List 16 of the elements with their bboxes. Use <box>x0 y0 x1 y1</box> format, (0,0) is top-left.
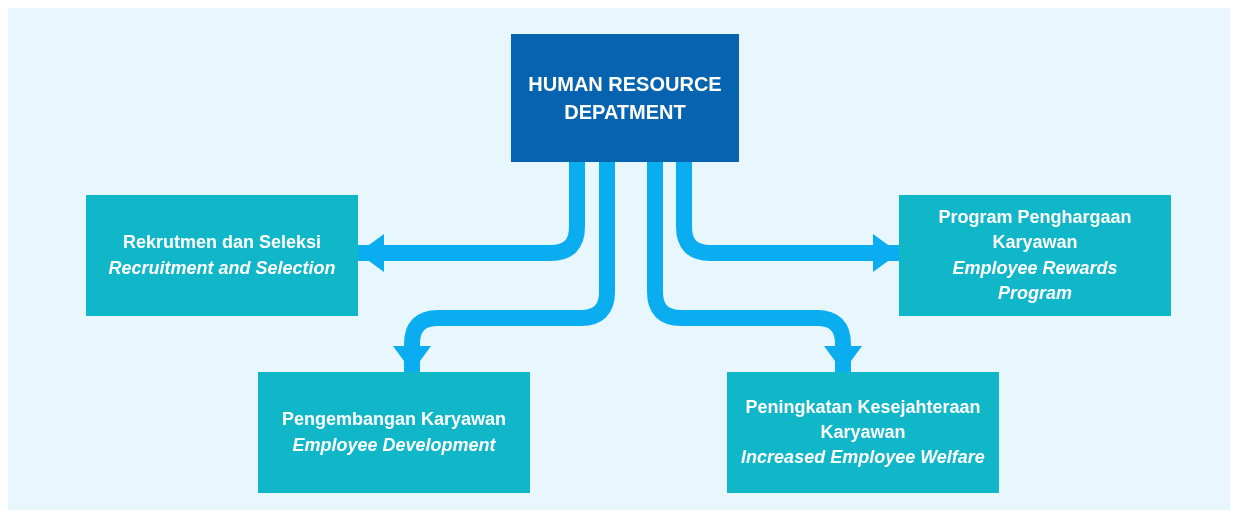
process-box <box>727 372 999 493</box>
box-title: Peningkatan Kesejahteraan Karyawan <box>744 395 982 444</box>
process-box <box>86 195 358 316</box>
box-title: HUMAN RESOURCE DEPATMENT <box>527 72 723 125</box>
process-box <box>899 195 1171 316</box>
box-subtitle: Increased Employee Welfare <box>741 446 985 470</box>
box-title: Rekrutmen dan Seleksi <box>122 231 322 255</box>
process-box <box>511 34 739 162</box>
box-subtitle: Employee Rewards Program <box>951 256 1119 305</box>
box-subtitle: Employee Development <box>292 433 496 457</box>
arrow <box>358 162 585 272</box>
arrow <box>676 162 899 272</box>
box-subtitle: Recruitment and Selection <box>108 256 336 280</box>
box-title: Program Penghargaan Karyawan <box>937 206 1133 255</box>
box-title: Pengembangan Karyawan <box>281 408 507 432</box>
process-box <box>258 372 530 493</box>
